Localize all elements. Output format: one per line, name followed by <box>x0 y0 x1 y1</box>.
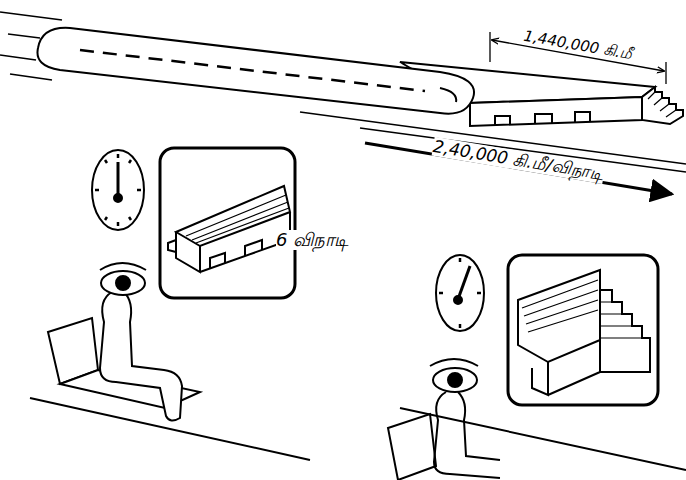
clock-tick <box>117 222 120 226</box>
eye <box>433 368 477 392</box>
window-frame <box>160 148 295 298</box>
seat-back <box>388 414 436 480</box>
pupil <box>116 276 130 290</box>
clock-face <box>436 255 484 331</box>
distance-label: 1,440,000 கி.மீ <box>522 27 633 62</box>
platform-view-stairs <box>600 290 650 372</box>
person-body <box>100 292 182 421</box>
eye <box>101 271 145 295</box>
clock-tick <box>105 217 107 220</box>
eyebrow <box>430 359 478 366</box>
eyebrow <box>100 263 146 270</box>
platform-view-front <box>532 340 600 395</box>
platform-hatching <box>186 195 289 243</box>
clock-tick <box>459 258 462 262</box>
platform-view-step <box>168 240 176 252</box>
speed-line <box>10 74 52 80</box>
pupil <box>448 373 462 387</box>
clock-tick <box>439 292 443 295</box>
platform-view-arches <box>210 240 262 268</box>
platform-stairs <box>642 87 683 124</box>
clock-center <box>454 296 462 304</box>
clock-ticks <box>439 258 481 328</box>
platform-view-front <box>176 212 290 272</box>
platform-view-top <box>518 270 600 362</box>
stair-edges <box>600 302 642 338</box>
floor-line <box>400 408 686 470</box>
time-label: 6 விநாடி <box>276 230 348 250</box>
extension-line <box>489 32 490 62</box>
speed-line <box>8 34 40 38</box>
observer-scene-1 <box>30 148 310 460</box>
clock-face <box>92 150 144 230</box>
train-body <box>37 28 474 114</box>
window-frame <box>508 255 658 405</box>
platform-arches <box>495 112 590 125</box>
speed-line <box>0 55 36 60</box>
train-windows <box>80 50 425 91</box>
clock-tick <box>95 189 99 192</box>
train-nose-window <box>440 88 456 102</box>
clock-tick <box>129 217 131 220</box>
person-body <box>434 392 500 478</box>
observer-scene-2 <box>388 255 686 480</box>
train <box>37 28 474 114</box>
clock-tick <box>459 324 462 328</box>
clock-tick <box>137 189 141 192</box>
speed-label: 2,40,000 கி.மீ/விநாடி <box>431 136 605 183</box>
clock-tick <box>105 160 107 163</box>
clock-ticks <box>95 154 141 226</box>
platform-view-top <box>176 186 290 246</box>
extension-line <box>665 62 666 84</box>
platform-front <box>470 97 642 126</box>
clock-tick <box>129 160 131 163</box>
floor-line <box>30 398 310 460</box>
clock-tick <box>477 292 481 295</box>
speed-line <box>0 12 62 20</box>
clock-tick <box>117 154 120 158</box>
platform-hatching <box>522 280 598 332</box>
stair-edges <box>648 92 676 117</box>
clock-center <box>114 194 122 202</box>
